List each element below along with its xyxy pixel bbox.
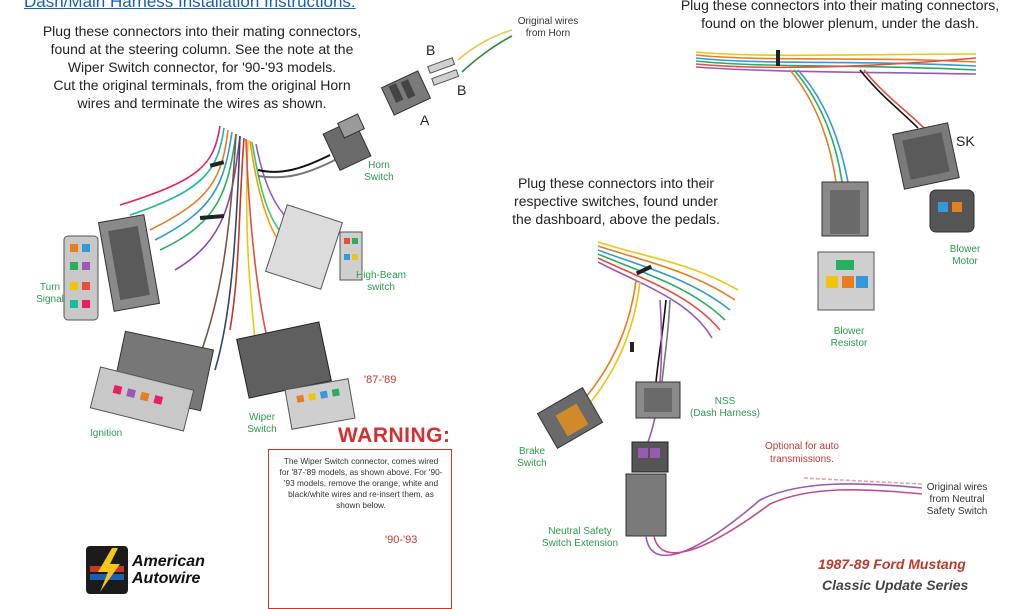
neutral-safety-extension (625, 441, 669, 537)
label-model-87-89: '87-'89 (364, 374, 397, 386)
warning-heading: WARNING: (338, 424, 451, 447)
label-horn-switch: Horn Switch (356, 160, 402, 184)
label-brake-switch: Brake Switch (512, 446, 552, 470)
sk-connector (892, 122, 960, 190)
label-letter-b-bottom: B (457, 82, 467, 98)
high-beam-line-2: switch (367, 282, 395, 293)
horn-connector-a (380, 70, 432, 116)
dashboard-pedals-instructions: Plug these connectors into their respect… (490, 174, 742, 228)
ignition-connector (89, 330, 215, 432)
footer-title: 1987-89 Ford Mustang (818, 556, 966, 572)
high-beam-line-1: High-Beam (355, 270, 407, 281)
turn-signal-connector (63, 235, 99, 321)
optional-auto-line-1: Optional for auto (765, 441, 839, 452)
neutral-safety-wires (645, 477, 923, 557)
label-wiper-switch: Wiper Switch (242, 412, 282, 436)
label-nss: NSS (Dash Harness) (684, 396, 766, 420)
steering-harness-wires (119, 125, 336, 371)
horn-wires-line-1: Original wires (517, 16, 579, 27)
horn-terminals-b (427, 57, 460, 86)
pedals-instr-line-3: the dashboard, above the pedals. (512, 211, 720, 227)
label-neutral-safety-original: Original wires from Neutral Safety Switc… (922, 482, 992, 518)
label-model-90-93: '90-'93 (385, 534, 418, 546)
label-ignition: Ignition (90, 428, 123, 439)
horn-wires-line-2: from Horn (525, 28, 571, 39)
steering-instr-line-3: Wiper Switch connector, for '90-'93 mode… (67, 59, 337, 75)
label-letter-b-top: B (426, 42, 436, 58)
horn-switch-line-2: Switch (364, 172, 394, 183)
blower-harness-wires (695, 51, 977, 183)
label-horn-original-wires: Original wires from Horn (508, 16, 588, 40)
steering-instr-line-4: Cut the original terminals, from the ori… (53, 77, 351, 93)
blower-motor-line-2: Motor (952, 256, 978, 267)
turn-signal-mating-connector (97, 214, 161, 312)
blower-motor-connector (929, 189, 975, 233)
brand-line-1: American (132, 553, 205, 570)
blower-instr-line-1: Plug these connectors into their mating … (680, 0, 1000, 13)
steering-instr-line-1: Plug these connectors into their mating … (42, 23, 362, 39)
blower-motor-line-1: Blower (949, 244, 981, 255)
brake-switch-line-2: Switch (517, 458, 547, 469)
turn-signal-line-1: Turn (39, 282, 61, 293)
label-blower-resistor: Blower Resistor (824, 326, 874, 350)
page-title[interactable]: Dash/Main Harness Installation Instructi… (24, 0, 356, 11)
blower-resistor-line-2: Resistor (830, 338, 868, 349)
brand-line-2: Autowire (132, 570, 201, 587)
pedals-instr-line-1: Plug these connectors into their (517, 175, 715, 191)
brake-switch-connector (536, 386, 604, 450)
blower-resistor-connector (817, 251, 875, 311)
steering-instr-line-5: wires and terminate the wires as shown. (77, 95, 327, 111)
footer-series: Classic Update Series (822, 577, 969, 593)
label-letter-a: A (420, 112, 430, 128)
american-autowire-logo (86, 546, 128, 594)
label-blower-motor: Blower Motor (942, 244, 988, 268)
steering-instr-line-2: found at the steering column. See the no… (50, 41, 354, 57)
pedals-instr-line-2: respective switches, found under (514, 193, 718, 209)
blower-instr-line-2: found on the blower plenum, under the da… (701, 15, 979, 31)
warning-text: The Wiper Switch connector, comes wired … (279, 456, 443, 510)
blower-plenum-instructions: Plug these connectors into their mating … (650, 0, 1024, 32)
nss-dash-connector (635, 381, 681, 419)
wiper-switch-line-2: Switch (247, 424, 277, 435)
brand-name: American Autowire (132, 553, 205, 587)
brake-switch-line-1: Brake (518, 446, 546, 457)
nss-line-1: NSS (714, 396, 736, 407)
label-neutral-safety-ext: Neutral Safety Switch Extension (540, 526, 620, 550)
warning-box: The Wiper Switch connector, comes wired … (268, 449, 452, 609)
ns-original-line-2: from Neutral (929, 494, 985, 505)
steering-column-instructions: Plug these connectors into their mating … (12, 22, 392, 112)
label-sk: SK (956, 133, 975, 149)
horn-switch-connector (322, 113, 372, 171)
optional-auto-line-2: transmissions. (770, 454, 834, 465)
nss-line-2: (Dash Harness) (689, 408, 761, 419)
blower-plenum-connector (821, 181, 869, 237)
ns-original-line-3: Safety Switch (926, 506, 988, 517)
ns-original-line-1: Original wires (926, 482, 988, 493)
pedal-harness-wires (579, 241, 739, 443)
wiper-switch-connector (236, 321, 356, 430)
label-turn-signal: Turn Signal (28, 282, 72, 306)
turn-signal-line-2: Signal (36, 294, 64, 305)
high-beam-connector (264, 204, 363, 290)
wiper-switch-line-1: Wiper (248, 412, 276, 423)
horn-switch-line-1: Horn (368, 160, 390, 171)
blower-resistor-line-1: Blower (833, 326, 865, 337)
label-optional-auto: Optional for auto transmissions. (754, 440, 850, 466)
ns-ext-line-1: Neutral Safety (548, 526, 612, 537)
ns-ext-line-2: Switch Extension (541, 538, 619, 549)
label-high-beam: High-Beam switch (350, 270, 412, 294)
